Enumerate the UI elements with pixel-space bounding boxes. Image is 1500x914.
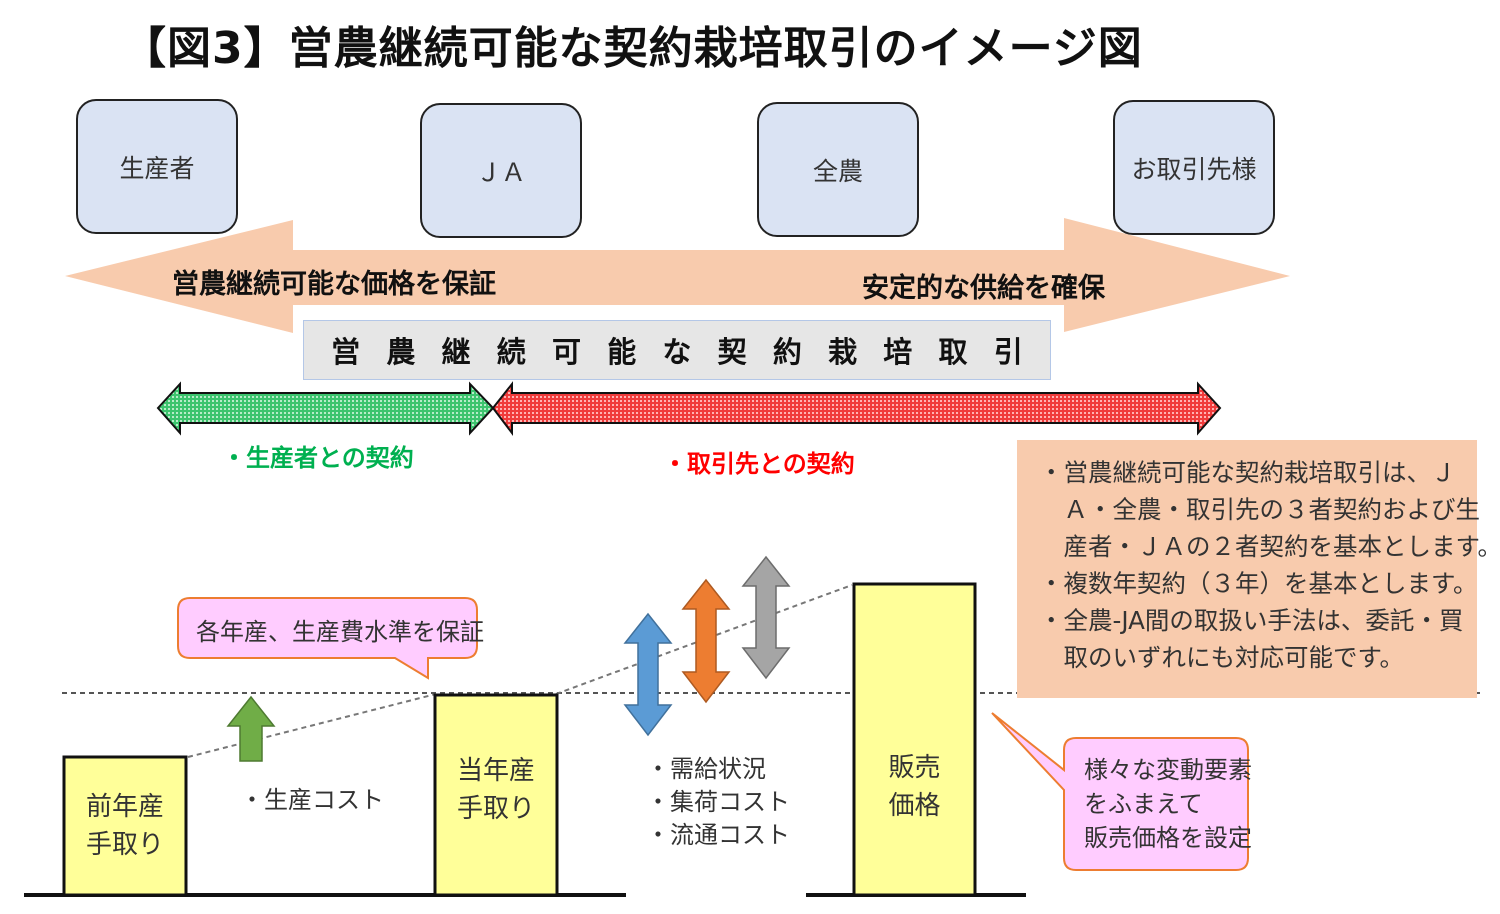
- banner-char: 取: [938, 335, 968, 369]
- bar-previous-year: [62, 755, 188, 897]
- bar-label-line: 前年産: [85, 792, 164, 822]
- bar-label-line: 販売: [888, 753, 941, 783]
- cost-guarantee-callout: [177, 597, 478, 680]
- banner-char: 可: [551, 335, 581, 369]
- banner-char: 継: [441, 335, 471, 369]
- cost-up-arrow-icon: [226, 695, 276, 762]
- figure-title: 【図3】営農継続可能な契約栽培取引のイメージ図: [122, 23, 1143, 74]
- bar-label-line: 手取り: [456, 794, 535, 824]
- cost-guarantee-text: 各年産、生産費水準を保証: [196, 618, 484, 646]
- party-label: 全農: [812, 156, 863, 186]
- party-zennoh: 全農: [757, 102, 919, 237]
- note-line: 産者・ＪＡの２者契約を基本とします。: [1039, 532, 1500, 561]
- factor-line: ・集荷コスト: [646, 788, 790, 816]
- partner-contract-label: ・取引先との契約: [663, 450, 855, 478]
- contract-farming-banner: 営 農 継 続 可 能 な 契 約 栽 培 取 引: [303, 320, 1051, 380]
- stable-supply-label: 安定的な供給を確保: [862, 273, 1105, 304]
- bar-sales-price: [852, 582, 977, 897]
- banner-char: 契: [717, 335, 747, 369]
- callout-line: 様々な変動要素: [1084, 756, 1252, 784]
- notes-box: ・営農継続可能な契約栽培取引は、Ｊ Ａ・全農・取引先の３者契約および生 産者・Ｊ…: [1017, 440, 1500, 698]
- banner-char: 能: [607, 335, 637, 369]
- production-cost-factor: ・生産コスト: [240, 786, 384, 814]
- callout-line: 販売価格を設定: [1084, 824, 1252, 852]
- orange-double-arrow-icon: [681, 578, 731, 704]
- party-producer: 生産者: [76, 99, 238, 234]
- banner-char: 農: [386, 335, 416, 369]
- bar-label-current-year: 当年産 手取り: [435, 752, 557, 828]
- party-label: ＪＡ: [475, 157, 526, 187]
- bar-label-previous-year: 前年産 手取り: [64, 788, 186, 864]
- bar-label-sales-price: 販売 価格: [854, 749, 975, 825]
- price-guarantee-label: 営農継続可能な価格を保証: [172, 269, 496, 300]
- blue-double-arrow-icon: [623, 612, 673, 737]
- producer-contract-arrow: [156, 381, 495, 436]
- party-label: 生産者: [119, 153, 195, 183]
- trend-line-1: [187, 693, 437, 758]
- note-line: ・営農継続可能な契約栽培取引は、Ｊ: [1039, 458, 1456, 487]
- banner-char: 栽: [828, 335, 858, 369]
- party-ja: ＪＡ: [420, 103, 582, 238]
- banner-char: 続: [496, 335, 526, 369]
- banner-char: な: [662, 335, 692, 369]
- party-business-partner: お取引先様: [1113, 100, 1275, 235]
- market-factors: ・需給状況 ・集荷コスト ・流通コスト: [646, 753, 790, 852]
- party-label: お取引先様: [1131, 154, 1257, 184]
- sales-price-text: 様々な変動要素 をふまえて 販売価格を設定: [1084, 753, 1252, 855]
- bar-current-year: [433, 693, 559, 897]
- banner-char: 引: [993, 335, 1023, 369]
- banner-char: 培: [883, 335, 913, 369]
- note-line: ・全農‐JA間の取扱い手法は、委託・買: [1039, 606, 1464, 635]
- note-line: ・複数年契約（３年）を基本とします。: [1039, 569, 1478, 598]
- note-line: Ａ・全農・取引先の３者契約および生: [1039, 495, 1480, 524]
- sales-price-callout: [991, 712, 1249, 871]
- bar-label-line: 当年産: [456, 756, 535, 786]
- factor-line: ・需給状況: [646, 755, 766, 783]
- callout-line: をふまえて: [1084, 790, 1203, 818]
- banner-char: 営: [331, 335, 361, 369]
- stable-supply-arrow: [620, 218, 1290, 332]
- note-line: 取のいずれにも対応可能です。: [1039, 643, 1405, 672]
- producer-contract-label: ・生産者との契約: [222, 444, 414, 472]
- factor-line: ・流通コスト: [646, 821, 790, 849]
- banner-char: 約: [772, 335, 802, 369]
- gray-double-arrow-icon: [741, 555, 791, 680]
- bar-label-line: 手取り: [85, 830, 164, 860]
- price-guarantee-arrow: [65, 220, 760, 333]
- partner-contract-arrow: [491, 381, 1222, 436]
- bar-label-line: 価格: [888, 791, 941, 821]
